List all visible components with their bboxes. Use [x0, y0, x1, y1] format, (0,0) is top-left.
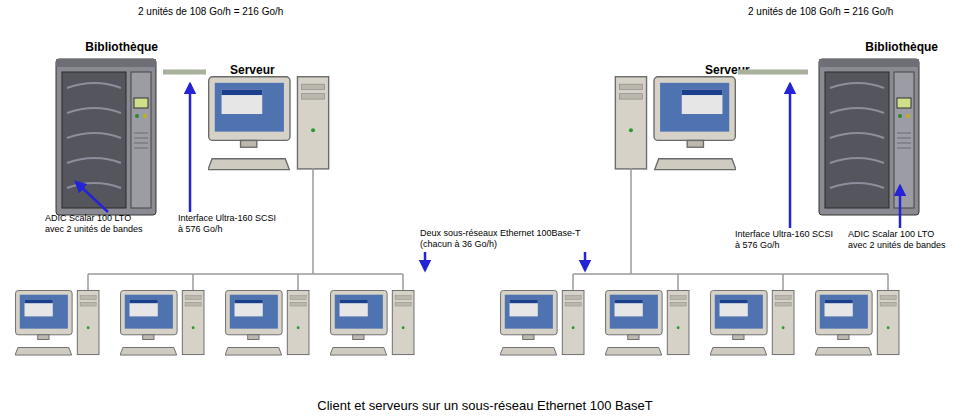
client-computer: [120, 290, 204, 355]
server-drawing: [615, 77, 736, 170]
server-drawing: [208, 77, 329, 170]
client-computer: [710, 290, 794, 355]
pointer-arrow: [424, 252, 427, 270]
tape-library-drawing: [56, 59, 156, 215]
pointer-arrow: [76, 84, 900, 270]
scsi-cable: [738, 70, 808, 75]
scsi-cable: [163, 70, 206, 75]
tape-library-drawing: [819, 59, 919, 215]
client-computer: [500, 290, 584, 355]
callout-label: 2 unités de 108 Go/h = 216 Go/h: [138, 6, 283, 17]
node-heading: Bibliothèque: [85, 40, 158, 54]
pointer-arrow: [789, 84, 792, 228]
callout-label: Interface Ultra-160 SCSI à 576 Go/h: [735, 229, 837, 251]
tape-library: Bibliothèque: [808, 40, 938, 218]
ethernet-wire: [88, 168, 888, 290]
pointer-arrow: [189, 84, 192, 212]
server-computer: Serveur: [608, 60, 738, 175]
ethernet-wire: [573, 168, 888, 290]
pointer-arrow: [76, 182, 108, 212]
client-computer: [15, 290, 99, 355]
server-computer: Serveur: [206, 60, 336, 175]
pointer-arrow: [584, 252, 587, 270]
client-computer: [605, 290, 689, 355]
diagram-caption: Client et serveurs sur un sous-réseau Et…: [0, 398, 970, 414]
client-computer: [815, 290, 899, 355]
callout-label: ADIC Scalar 100 LTO avec 2 unités de ban…: [848, 229, 952, 251]
callout-label: ADIC Scalar 100 LTO avec 2 unités de ban…: [45, 213, 149, 235]
tape-library: Bibliothèque: [48, 40, 163, 218]
callout-label: Deux sous-réseaux Ethernet 100Base-T (ch…: [420, 228, 588, 250]
callout-label: Interface Ultra-160 SCSI à 576 Go/h: [178, 213, 280, 235]
node-heading: Serveur: [230, 63, 275, 77]
node-heading: Bibliothèque: [865, 40, 938, 54]
client-computer: [330, 290, 414, 355]
server-drawing: [615, 77, 736, 170]
callout-label: 2 unités de 108 Go/h = 216 Go/h: [748, 6, 893, 17]
client-computer: [225, 290, 309, 355]
pointer-arrow: [899, 186, 902, 228]
